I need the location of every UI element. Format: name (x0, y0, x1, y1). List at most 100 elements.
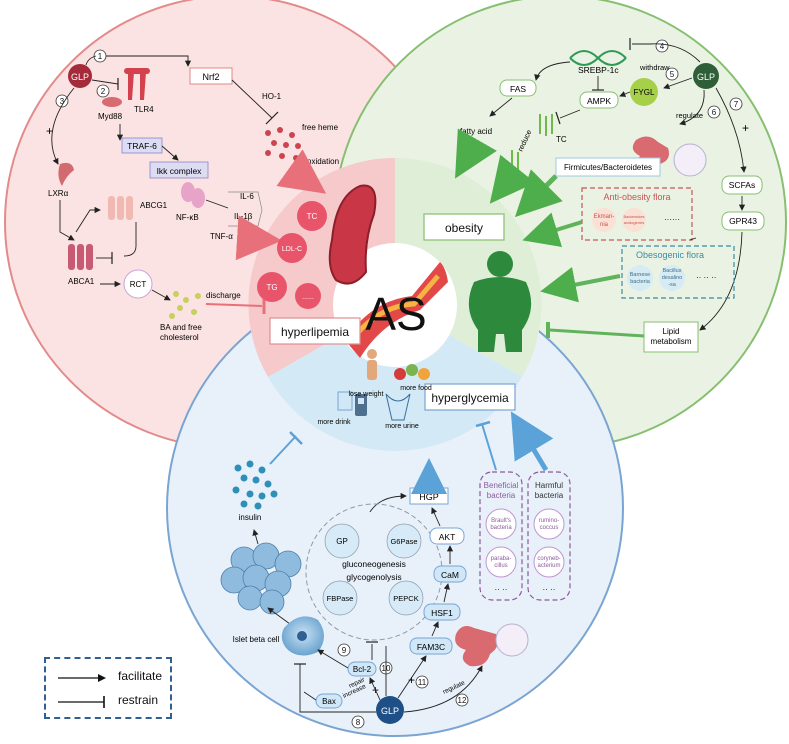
withdraw-label: withdraw (639, 63, 670, 72)
symptom-icons (337, 349, 430, 421)
glucose-pathway: lose weight more food more drink more ur… (220, 349, 571, 729)
harmful-1: Harmful (535, 481, 563, 490)
glp-lipid: GLP (71, 72, 89, 82)
bacillus-1: Bacillus (663, 268, 682, 274)
plus-glucose-2: + (408, 673, 415, 687)
beta-cell-cluster-icon (220, 542, 302, 615)
step-3: 3 (60, 97, 65, 106)
obesity-pathway: GLP 4 5 6 7 SREBP-1c withdraw FYGL AMPK … (455, 38, 765, 353)
harmful-dots: ·· ·· (543, 585, 556, 594)
ikk-box: Ikk complex (157, 166, 203, 176)
lose-weight-label: lose weight (348, 391, 383, 398)
glp-glucose: GLP (381, 706, 399, 716)
fatty-acid-label: fatty acid (460, 127, 492, 136)
tnfa-label: TNF-α (210, 232, 233, 241)
fas-box: FAS (510, 84, 526, 94)
dots-lipid: ...... (302, 294, 314, 301)
insulin-label: insulin (239, 513, 262, 522)
myd88-label: Myd88 (98, 112, 123, 121)
braut-1: Brault's (491, 518, 511, 524)
akt-box: AKT (439, 532, 456, 542)
rumino-1: rumino- (539, 518, 559, 524)
coryne-1: coryneb- (537, 556, 560, 562)
islet-label: Islet beta cell (233, 635, 280, 644)
obeso-flora-title: Obesogenic flora (636, 250, 704, 260)
regulate-obesity: regulate (676, 111, 703, 120)
insulin-dots (232, 460, 278, 510)
chol-label: cholesterol (160, 333, 199, 342)
beneficial-1: Beneficial (484, 481, 519, 490)
gluconeo-label: gluconeogenesis (342, 559, 406, 569)
lxra-icon (58, 162, 74, 186)
obesity-label: obesity (445, 221, 483, 235)
step-1: 1 (98, 52, 103, 61)
srebp-label: SREBP-1c (578, 65, 619, 75)
bacillus-2: desalino (662, 275, 683, 281)
nrf2-box: Nrf2 (202, 72, 219, 82)
g6pase-label: G6Pase (390, 537, 417, 546)
vessel-icon (328, 184, 377, 285)
fbpase-label: FBPase (327, 594, 354, 603)
hgp-box: HGP (419, 492, 439, 502)
tg-lipid: TG (266, 283, 277, 292)
parab-1: paraba- (491, 556, 512, 562)
parab-2: cillus (494, 563, 507, 569)
lipid-metab-1: Lipid (663, 327, 680, 336)
step-9: 9 (342, 646, 347, 655)
ekmania-1: Ekman- (594, 214, 615, 220)
glp-obesity: GLP (697, 72, 715, 82)
step-11: 11 (418, 678, 427, 687)
tlr4-label: TLR4 (134, 105, 154, 114)
lipid-metab-2: metabolism (651, 337, 692, 346)
il1b-label: IL-1β (234, 212, 253, 221)
gp-label: GP (336, 537, 348, 546)
tc-crystal-icon (539, 114, 553, 136)
lipid-pathway: GLP 1 2 3 Nrf2 HO-1 free heme oxidation … (46, 49, 377, 342)
hyperglycemia-label: hyperglycemia (431, 391, 509, 405)
traf6-box: TRAF-6 (127, 141, 157, 151)
step-5: 5 (670, 70, 675, 79)
tc-lipid: TC (307, 212, 318, 221)
fygl-label: FYGL (634, 88, 655, 97)
beneficial-2: bacteria (487, 491, 516, 500)
step-7: 7 (734, 100, 739, 109)
plus-obesity: + (742, 121, 749, 135)
abca1-label: ABCA1 (68, 277, 95, 286)
nfkb-label: NF-κB (176, 213, 199, 222)
center-label: AS (365, 288, 426, 340)
glycogeno-label: glycogenolysis (346, 572, 401, 582)
braut-2: bacteria (490, 525, 512, 531)
discharge-label: discharge (206, 291, 241, 300)
more-urine-label: more urine (385, 423, 419, 430)
bacteroides-2: acidogenes (624, 220, 644, 225)
obeso-dots: ·· ·· ·· (696, 273, 716, 282)
artery-icon (345, 262, 448, 358)
lxra-label: LXRα (48, 189, 69, 198)
ho1-label: HO-1 (262, 92, 282, 101)
abcg1-icon (108, 196, 133, 220)
beneficial-dots: ·· ·· (495, 585, 508, 594)
harmful-2: bacteria (535, 491, 564, 500)
step-8: 8 (356, 718, 361, 727)
nfkb-icon (181, 182, 205, 208)
bax-box: Bax (322, 697, 336, 706)
oxidation-label: oxidation (307, 157, 339, 166)
tlr4-icon (128, 72, 146, 100)
step-2: 2 (101, 87, 106, 96)
ampk-box: AMPK (587, 96, 611, 106)
tc-obesity: TC (556, 135, 567, 144)
legend-facilitate-label: facilitate (118, 669, 163, 683)
hyperlipemia-label: hyperlipemia (281, 325, 349, 339)
fam3c-box: FAM3C (417, 642, 445, 652)
step-4: 4 (660, 42, 665, 51)
step-12: 12 (458, 696, 467, 705)
pepck-label: PEPCK (393, 594, 418, 603)
abca1-icon (68, 244, 93, 270)
legend: facilitate restrain (44, 657, 172, 719)
lipid-particles: TC LDL-C TG ...... (257, 201, 327, 309)
anti-flora-title: Anti-obesity flora (603, 192, 670, 202)
scfas-box: SCFAs (729, 180, 755, 190)
step-6: 6 (712, 108, 717, 117)
facilitate-arrow-icon (58, 674, 106, 682)
